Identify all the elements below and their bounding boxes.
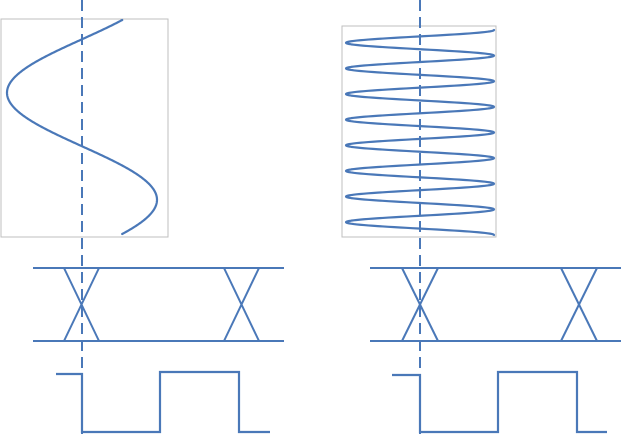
right-eye-diagram bbox=[370, 267, 621, 342]
left-eye-crossing-1b bbox=[63, 267, 100, 342]
right-sine-wave bbox=[344, 28, 496, 237]
left-eye-diagram bbox=[33, 267, 284, 342]
left-digital-signal bbox=[56, 370, 270, 434]
right-digital-signal bbox=[392, 370, 607, 434]
left-panel bbox=[0, 0, 284, 434]
left-sine-wave bbox=[5, 18, 159, 236]
left-eye-crossing-2b bbox=[223, 267, 260, 342]
left-sine-frame bbox=[0, 18, 169, 238]
right-eye-crossing-2b bbox=[560, 267, 598, 342]
right-panel bbox=[341, 0, 621, 434]
right-eye-crossing-1b bbox=[401, 267, 439, 342]
